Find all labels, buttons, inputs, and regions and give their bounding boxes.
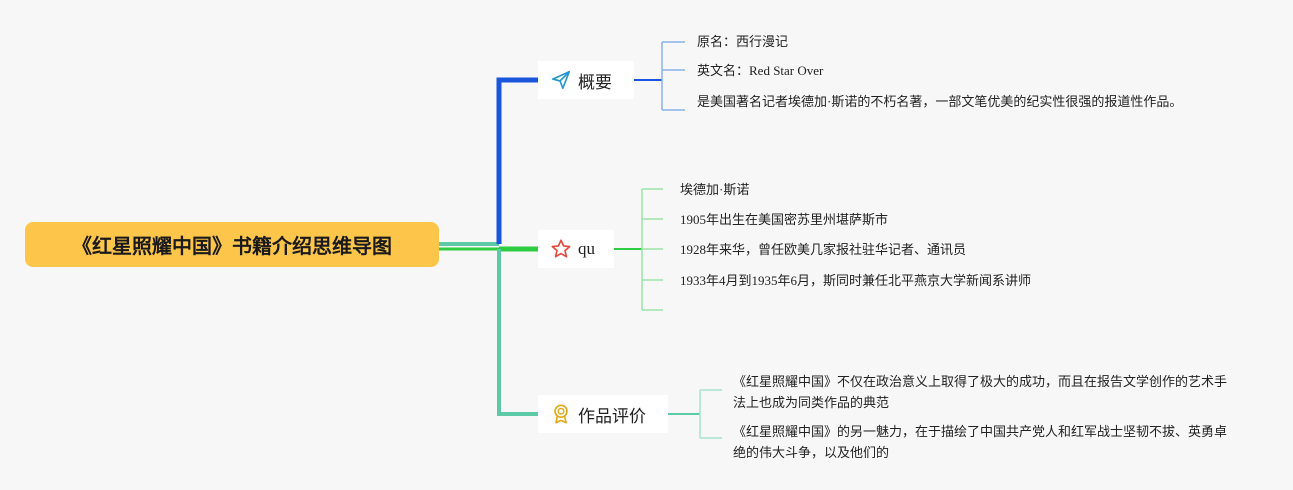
leaf-item[interactable]: 原名：西行漫记 bbox=[697, 34, 789, 49]
leaf-item[interactable]: 是美国著名记者埃德加·斯诺的不朽名著，一部文笔优美的纪实性很强的报道性作品。 bbox=[697, 94, 1183, 109]
paper-plane-icon bbox=[550, 69, 572, 91]
branch-evaluation[interactable]: 作品评价 bbox=[538, 395, 668, 433]
leaf-item[interactable]: 《红星照耀中国》不仅在政治意义上取得了极大的成功，而且在报告文学创作的艺术手法上… bbox=[733, 374, 1228, 410]
branch-label: 概要 bbox=[578, 72, 612, 93]
leaf-item[interactable]: 1905年出生在美国密苏里州堪萨斯市 bbox=[680, 212, 889, 227]
branch-overview[interactable]: 概要 bbox=[538, 61, 634, 99]
root-topic[interactable]: 《红星照耀中国》书籍介绍思维导图 bbox=[25, 222, 439, 267]
branch-label: 作品评价 bbox=[578, 406, 646, 427]
leaf-item[interactable]: 英文名：Red Star Over bbox=[697, 63, 824, 78]
leaf-item[interactable]: 1933年4月到1935年6月，斯同时兼任北平燕京大学新闻系讲师 bbox=[680, 273, 1032, 288]
root-title: 《红星照耀中国》书籍介绍思维导图 bbox=[72, 234, 392, 258]
leaf-item[interactable]: 1928年来华，曾任欧美几家报社驻华记者、通讯员 bbox=[680, 242, 967, 257]
star-icon bbox=[550, 238, 572, 260]
award-ribbon-icon bbox=[550, 403, 572, 425]
leaf-item[interactable]: 《红星照耀中国》的另一魅力，在于描绘了中国共产党人和红军战士坚韧不拔、英勇卓绝的… bbox=[733, 424, 1228, 460]
leaf-item[interactable]: 埃德加·斯诺 bbox=[680, 182, 750, 197]
branch-qu[interactable]: qu bbox=[538, 230, 614, 268]
branch-label: qu bbox=[578, 239, 595, 258]
